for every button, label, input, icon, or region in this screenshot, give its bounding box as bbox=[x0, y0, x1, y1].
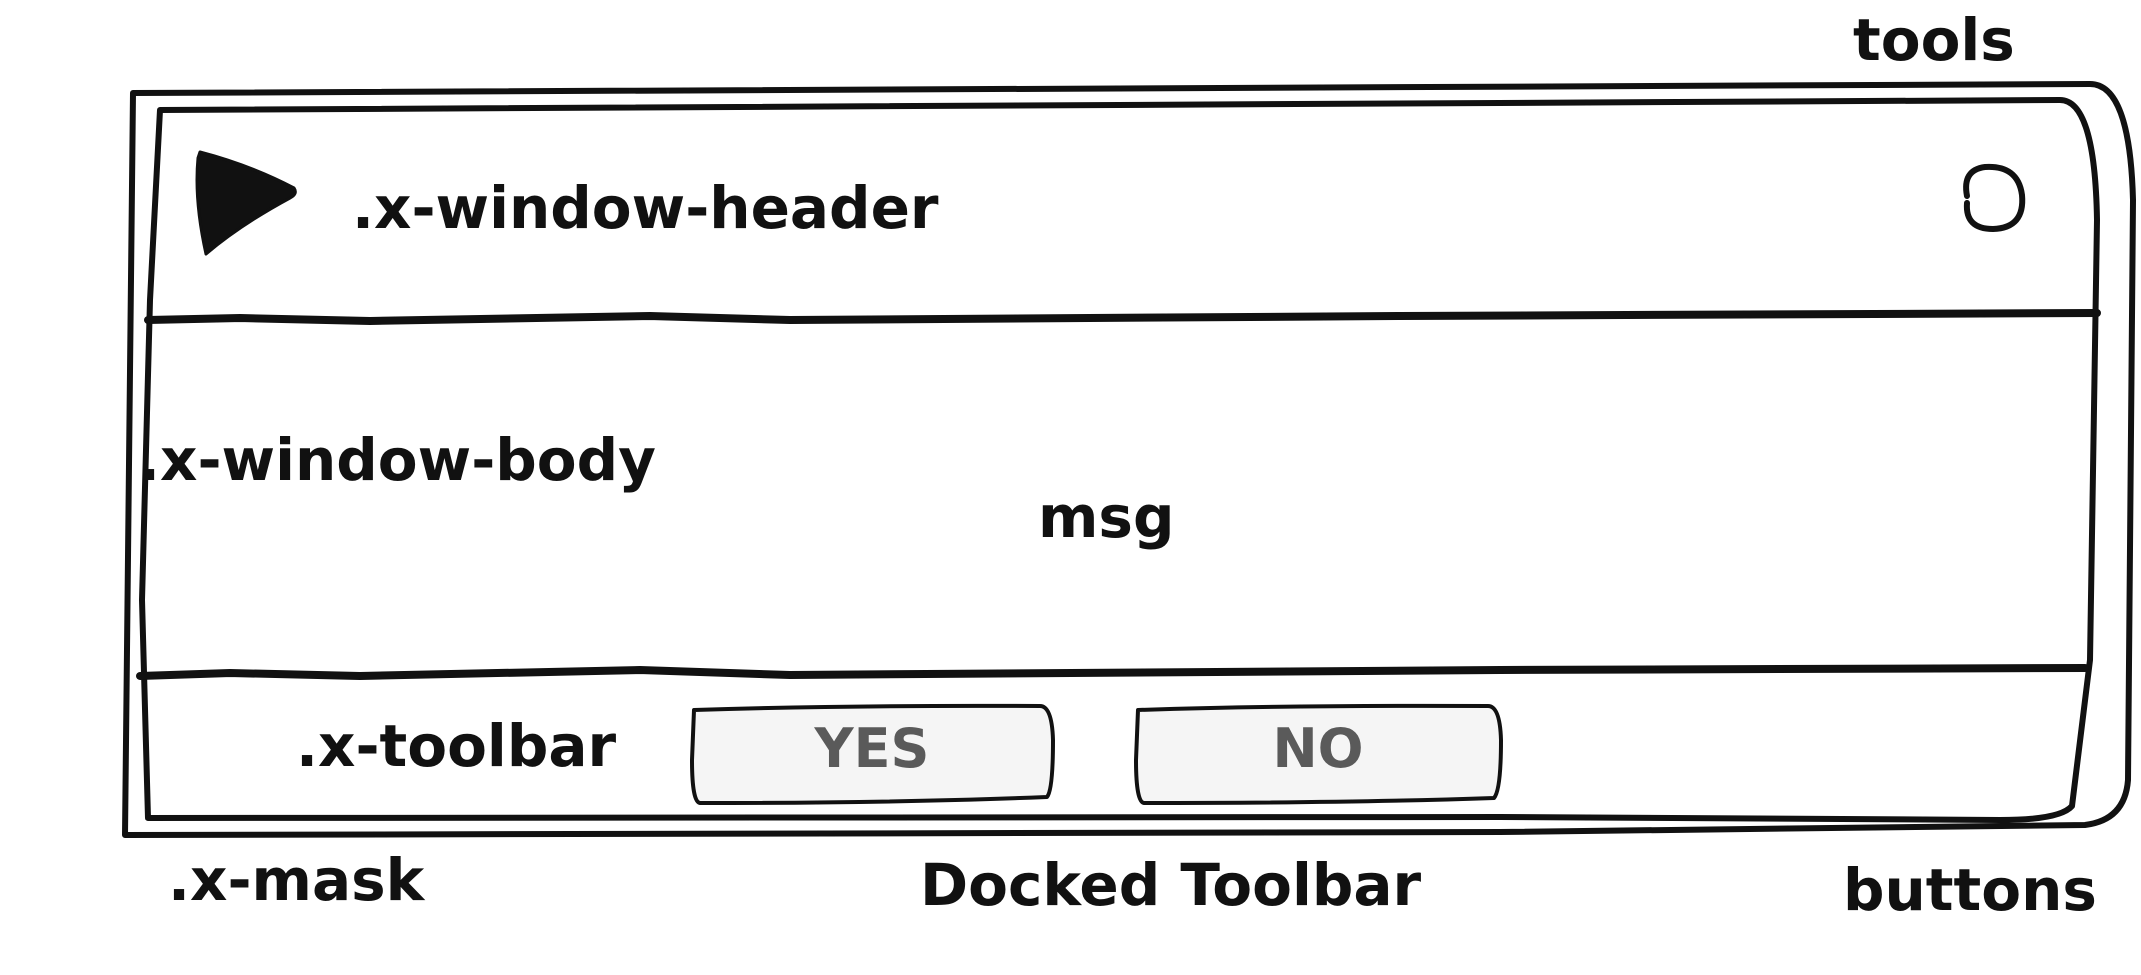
buttons-label: buttons bbox=[1843, 856, 2097, 924]
no-button-label[interactable]: NO bbox=[1272, 717, 1363, 780]
window-frame bbox=[139, 97, 2100, 823]
toolbar-label: .x-toolbar bbox=[296, 712, 616, 780]
play-triangle-icon[interactable] bbox=[195, 150, 297, 256]
yes-button-label[interactable]: YES bbox=[814, 717, 930, 780]
msg-label: msg bbox=[1038, 483, 1174, 551]
window-body-label: .x-window-body bbox=[138, 426, 656, 494]
docked-toolbar-label: Docked Toolbar bbox=[920, 851, 1422, 919]
mask-frame bbox=[122, 81, 2136, 838]
tools-label: tools bbox=[1853, 6, 2015, 74]
yes-button-shape[interactable] bbox=[690, 703, 1055, 805]
header-divider bbox=[144, 309, 2101, 326]
mask-label: .x-mask bbox=[168, 846, 426, 914]
window-header-label: .x-window-header bbox=[352, 174, 939, 242]
no-button-shape[interactable] bbox=[1134, 703, 1503, 805]
circle-tool-icon[interactable] bbox=[1963, 163, 2026, 233]
toolbar-divider bbox=[136, 664, 2089, 681]
